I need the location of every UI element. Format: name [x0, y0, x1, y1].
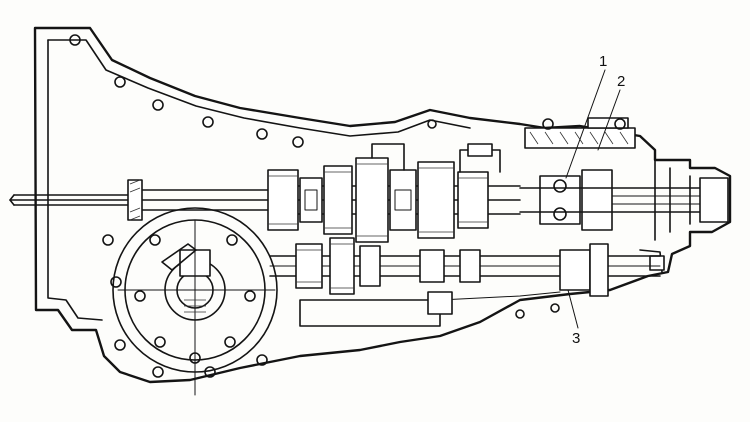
gear-1st [417, 161, 455, 239]
lower-case-rib [439, 291, 561, 301]
leader-line-3 [567, 289, 579, 329]
countershaft-rear-bearing [559, 249, 591, 291]
bearing-ball [553, 179, 567, 193]
retainer-hatching [529, 131, 629, 145]
flywheel-bolt [189, 352, 201, 364]
extension-mount-bolt [649, 255, 665, 271]
leader-line-2 [597, 89, 621, 151]
bolt-boss [152, 366, 164, 378]
bolt-boss [256, 354, 268, 366]
counter-gear-teeth [296, 243, 354, 289]
clutch-fork [161, 243, 197, 271]
gear-reverse [457, 171, 489, 229]
bolt-boss [102, 234, 114, 246]
callout-3: 3 [572, 330, 580, 347]
counter-gear-1st [419, 249, 445, 283]
needle-bearing [304, 189, 318, 211]
shift-fork-pad [467, 143, 493, 157]
input-shaft-tip [9, 194, 15, 206]
flywheel-bolt [244, 290, 256, 302]
drain-plug [427, 291, 453, 315]
gear-teeth [268, 163, 488, 237]
output-yoke [699, 177, 729, 223]
rear-bearing-assembly [519, 117, 729, 231]
hub-hatching [184, 299, 206, 313]
output-shaft [519, 187, 721, 213]
bolt-boss [515, 309, 525, 319]
flywheel-bolt [149, 234, 161, 246]
rear-bearing [539, 175, 581, 225]
speedo-drive-gear [581, 169, 613, 231]
transmission-housing [33, 26, 732, 384]
gear-3rd [323, 165, 353, 235]
leader-line-1 [565, 69, 606, 179]
gear-4th [267, 169, 299, 231]
extension-ribs [654, 159, 691, 241]
counter-gear-rev [459, 249, 481, 283]
callout-1: 1 [599, 53, 607, 70]
main-shaft-gear-pack [267, 143, 521, 243]
output-spline [611, 195, 701, 205]
housing-inner-rib-left [47, 39, 103, 321]
needle-bearing [394, 189, 412, 211]
retainer-bolt [542, 118, 554, 130]
bolt-boss [152, 99, 164, 111]
counter-gear-2nd [359, 245, 381, 287]
housing-outline [33, 26, 732, 384]
housing-inner-rib-top [47, 39, 471, 137]
bolt-boss [114, 339, 126, 351]
bolt-boss [256, 128, 268, 140]
input-shaft-seal [127, 179, 143, 221]
lower-case-web [299, 299, 441, 327]
bolt-boss [427, 119, 437, 129]
bolt-boss [114, 76, 126, 88]
clutch-assembly [112, 207, 278, 396]
flywheel-bolt [224, 336, 236, 348]
bolt-boss [69, 34, 81, 46]
bolt-boss [550, 303, 560, 313]
shift-fork-1-2 [371, 143, 405, 171]
bolt-boss [202, 116, 214, 128]
seal-hatching [129, 179, 141, 221]
countershaft [269, 237, 661, 297]
countershaft-end-cap [589, 243, 609, 297]
bolt-boss [292, 136, 304, 148]
bolt-boss [110, 276, 122, 288]
flywheel-bolt [154, 336, 166, 348]
callouts: 1 2 3 [565, 53, 625, 347]
counter-gear-3rd [329, 237, 355, 295]
retainer-bolt [614, 118, 626, 130]
callout-2: 2 [617, 73, 625, 90]
gear-2nd [355, 157, 389, 243]
flywheel-bolt [134, 290, 146, 302]
bearing-ball [553, 207, 567, 221]
flywheel-bolt [226, 234, 238, 246]
counter-gear-drive [295, 243, 323, 289]
